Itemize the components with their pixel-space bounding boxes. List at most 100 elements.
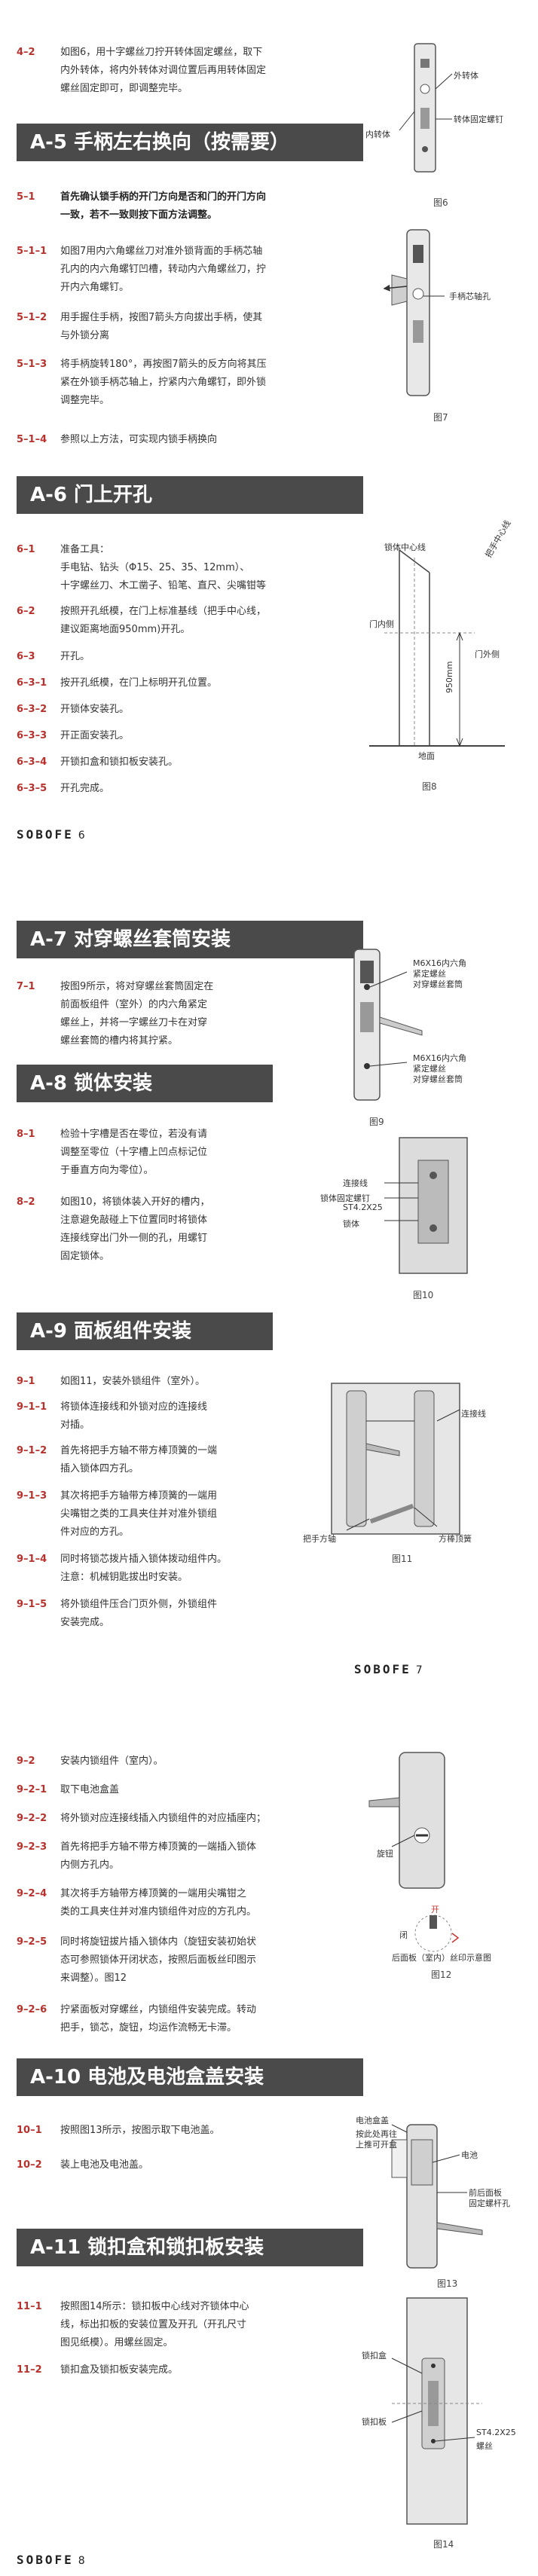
step-9-1: 9–1 如图11，安装外锁组件（室外）。 — [17, 1376, 206, 1387]
fig14-label-screw: 螺丝 — [476, 2441, 493, 2451]
page-number-8: 8 — [78, 2555, 85, 2567]
fig7-label-axis: 手柄芯轴孔 — [449, 292, 491, 301]
step-6-1: 6–1 准备工具：手电钻、钻头（Φ15、25、35、12mm）、十字螺丝刀、木工… — [17, 544, 267, 591]
step-5-1: 5–1 首先确认锁手柄的开门方向是否和门的开门方向一致，若不一致则按下面方法调整… — [17, 191, 267, 221]
step-9-2-4: 9–2–4 其次将手方轴带方棒顶簧的一端用尖嘴钳之类的工具夹住并对准内锁组件对应… — [17, 1888, 257, 1917]
page-number-6: 6 — [78, 830, 85, 842]
fig13-label-battery: 电池 — [461, 2150, 478, 2160]
fig9-label-4: 紧定螺丝 — [413, 1064, 446, 1074]
fig9-label-3: M6X16内六角 — [413, 1053, 467, 1063]
figure-8-door-drilling — [369, 549, 505, 747]
fig10-caption: 图10 — [413, 1290, 434, 1300]
fig6-caption: 图6 — [433, 197, 448, 208]
step-6-2: 6–2 按照开孔纸模，在门上标准基线（把手中心线，建议距离地面950mm)开孔。 — [17, 606, 267, 635]
fig10-label-size: ST4.2X25 — [343, 1202, 383, 1212]
fig8-label-950: 950mm — [445, 661, 454, 693]
fig9-label-2: 对穿螺丝套筒 — [413, 979, 463, 989]
step-9-2-2: 9–2–2 将外锁对应连接线插入内锁组件的对应插座内； — [17, 1813, 267, 1824]
step-9-2-3: 9–2–3 首先将把手方轴不带方棒顶簧的一端插入锁体内侧方孔内。 — [17, 1841, 257, 1871]
banner-a10: A-10 电池及电池盒盖安装 — [17, 2058, 363, 2096]
fig12-label-silkscreen: 后面板（室内）丝印示意图 — [392, 1953, 491, 1963]
step-5-1-3: 5–1–3 将手柄旋转180°，再按图7箭头的反方向将其压紧在外锁手柄芯轴上，拧… — [17, 359, 267, 406]
fig12-caption: 图12 — [431, 1969, 452, 1980]
step-8-2: 8–2 如图10，将锁体装入开好的槽内，注意避免敲碰上下位置同时将锁体连接线穿出… — [17, 1196, 210, 1262]
step-9-1-1: 9–1–1 将锁体连接线和外锁对应的连接线对插。 — [17, 1401, 208, 1431]
figure-10-lockbody-diagram — [384, 1137, 468, 1274]
figure-6-lock-diagram — [399, 43, 453, 173]
fig11-label-spring: 方棒顶簧 — [439, 1534, 472, 1544]
figure-11-outer-panel — [331, 1383, 460, 1535]
step-9-1-4: 9–1–4 同时将锁芯拨片插入锁体拨动组件内。注意：机械钥匙拔出时安装。 — [17, 1554, 228, 1583]
step-9-1-3: 9–1–3 其次将把手方轴带方棒顶簧的一端用尖嘴钳之类的工具夹住并对准外锁组件对… — [17, 1490, 218, 1538]
step-9-1-2: 9–1–2 首先将把手方轴不带方棒顶簧的一端插入锁体四方孔。 — [17, 1445, 218, 1474]
fig13-label-push2: 上推可开盒 — [356, 2140, 397, 2150]
fig13-caption: 图13 — [437, 2278, 458, 2289]
fig10-label-screw: 锁体固定螺钉 — [320, 1193, 370, 1203]
step-5-1-1: 5–1–1 如图7用内六角螺丝刀对准外锁背面的手柄芯轴孔内的内六角螺钉凹槽，转动… — [17, 246, 267, 293]
fig14-label-size: ST4.2X25 — [476, 2428, 516, 2437]
step-9-2-1: 9–2–1 取下电池盒盖 — [17, 1784, 120, 1795]
figure-7-handle-diagram — [383, 229, 445, 396]
fig11-label-shaft: 把手方轴 — [303, 1534, 336, 1544]
step-6-3-2: 6–3–2 开锁体安装孔。 — [17, 704, 130, 715]
fig8-label-ground: 地面 — [418, 751, 435, 761]
fig8-label-door-outer: 门外侧 — [475, 649, 500, 659]
fig9-label-5: 对穿螺丝套筒 — [413, 1074, 463, 1084]
step-5-1-2: 5–1–2 用手握住手柄，按图7箭头方向拔出手柄，使其与外锁分离 — [17, 312, 263, 341]
fig8-label-lock-center: 锁体中心线 — [384, 542, 426, 552]
fig12-label-open: 开 — [431, 1905, 439, 1914]
fig8-caption: 图8 — [422, 781, 437, 792]
banner-a8: A-8 锁体安装 — [17, 1065, 273, 1102]
fig12-label-close: 闭 — [399, 1930, 408, 1940]
step-4-2: 4–2 如图6，用十字螺丝刀拧开转体固定螺丝，取下内外转体，将内外转体对调位置后… — [17, 47, 267, 94]
banner-a11: A-11 锁扣盒和锁扣板安装 — [17, 2229, 363, 2266]
figure-14-strike-plate — [391, 2297, 482, 2525]
step-11-1: 11–1 按照图14所示：锁扣板中心线对齐锁体中心线，标出扣板的安装位置及开孔（… — [17, 2301, 249, 2348]
fig12-label-knob: 旋钮 — [377, 1849, 393, 1859]
banner-a5: A-5 手柄左右换向（按需要） — [17, 124, 363, 161]
step-9-2: 9–2 安装内锁组件（室内）。 — [17, 1756, 164, 1767]
step-7-1: 7–1 按图9所示，将对穿螺丝套筒固定在前面板组件（室外）的内六角紧定螺丝上，并… — [17, 981, 214, 1047]
step-9-2-6: 9–2–6 拧紧面板对穿螺丝，内锁组件安装完成。转动把手，锁芯，旋钮，均运作流畅… — [17, 2004, 257, 2034]
step-6-3: 6–3 开孔。 — [17, 651, 90, 662]
step-10-1: 10–1 按照图13所示，按图示取下电池盖。 — [17, 2125, 220, 2136]
step-6-3-1: 6–3–1 按开孔纸模，在门上标明开孔位置。 — [17, 677, 218, 689]
fig13-label-push1: 按此处再往 — [356, 2129, 397, 2139]
fig11-label-wire: 连接线 — [461, 1409, 486, 1419]
page-number-7: 7 — [415, 1664, 423, 1676]
step-8-1: 8–1 检验十字槽是否在零位，若没有请调整至零位（十字槽上凹点标记位于垂直方向为… — [17, 1129, 208, 1176]
banner-a9: A-9 面板组件安装 — [17, 1312, 273, 1350]
fig6-label-inner: 内转体 — [365, 130, 390, 139]
fig13-label-cover: 电池盒盖 — [356, 2116, 389, 2125]
banner-a7: A-7 对穿螺丝套筒安装 — [17, 921, 363, 958]
step-6-3-3: 6–3–3 开正面安装孔。 — [17, 730, 130, 741]
step-11-2: 11–2 锁扣盒及锁扣板安装完成。 — [17, 2364, 179, 2376]
figure-13-battery — [391, 2124, 483, 2269]
figure-9-sleeve-diagram — [353, 949, 423, 1101]
step-5-1-4: 5–1–4 参照以上方法，可实现内锁手柄换向 — [17, 434, 218, 445]
fig7-caption: 图7 — [433, 412, 448, 423]
step-6-3-4: 6–3–4 开锁扣盒和锁扣板安装孔。 — [17, 756, 179, 768]
fig13-label-panel2: 固定螺杆孔 — [469, 2199, 510, 2208]
fig9-label-0: M6X16内六角 — [413, 958, 467, 968]
fig9-label-1: 紧定螺丝 — [413, 969, 446, 979]
fig10-label-body: 锁体 — [343, 1219, 359, 1229]
fig14-caption: 图14 — [433, 2539, 454, 2550]
figure-12-inner-panel — [368, 1752, 460, 1952]
fig6-label-screw: 转体固定螺钉 — [454, 115, 503, 124]
banner-a6: A-6 门上开孔 — [17, 476, 363, 514]
fig10-label-wire: 连接线 — [343, 1178, 368, 1188]
fig14-label-plate: 锁扣板 — [362, 2417, 387, 2427]
step-9-1-5: 9–1–5 将外锁组件压合门页外侧，外锁组件安装完成。 — [17, 1599, 218, 1628]
step-9-2-5: 9–2–5 同时将旋钮拔片插入锁体内（旋钮安装初始状态可参照锁体开闭状态，按照后… — [17, 1936, 257, 1984]
fig6-label-outer: 外转体 — [454, 71, 478, 81]
step-10-2: 10–2 装上电池及电池盖。 — [17, 2159, 149, 2171]
step-6-3-5: 6–3–5 开孔完成。 — [17, 783, 110, 794]
fig13-label-panel1: 前后面板 — [469, 2188, 502, 2198]
fig8-label-door-inner: 门内侧 — [369, 619, 394, 629]
fig9-caption: 图9 — [369, 1117, 384, 1127]
fig11-caption: 图11 — [392, 1554, 413, 1564]
